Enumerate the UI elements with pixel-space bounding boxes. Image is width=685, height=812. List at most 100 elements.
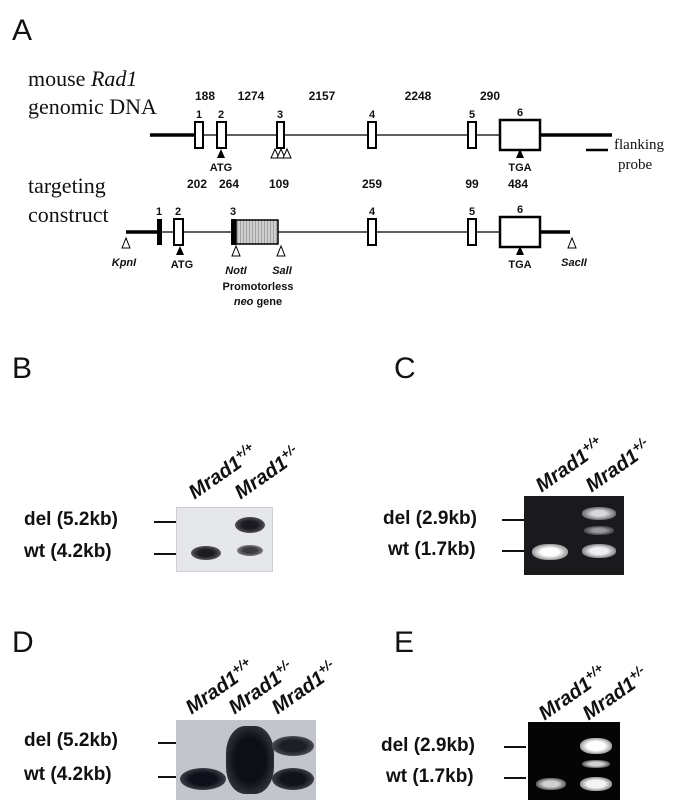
open-arrow-icon [282, 147, 292, 159]
band-e-wt-1 [536, 778, 566, 790]
exon-size-2: 264 [219, 177, 239, 191]
band-label-b-wt: wt (4.2kb) [24, 541, 112, 562]
blot-d [176, 720, 316, 800]
genomic-exon-6 [498, 118, 542, 152]
construct-exon-number-6: 6 [517, 204, 523, 216]
band-label-d-del: del (5.2kb) [24, 730, 118, 751]
intron-size-1: 188 [195, 89, 215, 103]
band-d-wt-1 [180, 768, 226, 790]
atg-arrow-icon [176, 246, 184, 255]
band-e-mid-2 [582, 760, 610, 768]
gel-c [524, 496, 624, 575]
noti-label: NotI [225, 265, 247, 277]
gel-e [528, 722, 620, 800]
construct-exon-number-4: 4 [369, 206, 376, 218]
genomic-exon-number-2: 2 [218, 109, 224, 121]
neo-label-line2: neo gene [234, 296, 282, 308]
band-tick-d-del [158, 742, 176, 744]
genomic-label-line2: genomic DNA [28, 94, 157, 119]
band-label-e-del: del (2.9kb) [381, 735, 475, 756]
tga-arrow-icon [516, 246, 524, 255]
band-d-wt-3 [272, 768, 314, 790]
band-b-wt-2 [237, 545, 263, 556]
band-c-wt-1 [532, 544, 568, 560]
band-tick-e-del [504, 746, 526, 748]
band-tick-c-wt [502, 550, 524, 552]
band-label-e-wt: wt (1.7kb) [386, 766, 474, 787]
panel-letter-c: C [394, 352, 416, 385]
open-arrow-icon [270, 147, 280, 159]
band-tick-b-wt [154, 553, 176, 555]
targeting-map [121, 215, 577, 257]
genomic-exon-number-3: 3 [277, 109, 283, 121]
band-tick-c-del [502, 519, 524, 521]
exon-size-5: 99 [465, 177, 479, 191]
open-arrow-icon [276, 147, 286, 159]
construct-exon-number-2: 2 [175, 206, 181, 218]
construct-exon-2 [173, 218, 184, 246]
panel-letter-a: A [12, 14, 33, 47]
band-tick-d-wt [158, 776, 176, 778]
genomic-label-line1: mouse Rad1 [28, 66, 137, 92]
band-c-del-2 [582, 507, 616, 520]
genomic-label-prefix: mouse [28, 66, 91, 91]
genomic-tga-label: TGA [508, 162, 531, 174]
band-label-c-del: del (2.9kb) [383, 508, 477, 529]
exon-size-6: 484 [508, 177, 528, 191]
panel-letter-e: E [394, 626, 415, 659]
construct-exon-5 [467, 218, 477, 246]
kpni-site-icon [121, 236, 131, 249]
genomic-exon-number-1: 1 [196, 109, 202, 121]
exon-size-4: 259 [362, 177, 382, 191]
intron-size-5: 290 [480, 89, 500, 103]
band-e-wt-2 [580, 777, 612, 791]
flanking-probe-label-line2: probe [618, 157, 653, 173]
genomic-exon-1 [194, 121, 204, 149]
band-d-del-3 [272, 736, 314, 756]
band-c-mid-2 [584, 526, 614, 535]
band-e-del-2 [580, 738, 612, 754]
genomic-exon-2 [216, 121, 227, 149]
band-tick-e-wt [504, 777, 526, 779]
intron-size-2: 1274 [238, 89, 265, 103]
atg-arrow-icon [217, 149, 225, 158]
neo-cassette [235, 219, 279, 245]
genomic-exon-3 [276, 121, 285, 149]
sacii-site-icon [567, 236, 577, 249]
sali-label: SalI [272, 265, 293, 277]
construct-exon-number-5: 5 [469, 206, 475, 218]
band-d-smear-2 [226, 726, 274, 794]
band-label-d-wt: wt (4.2kb) [24, 764, 112, 785]
construct-exon-1 [157, 219, 162, 245]
construct-exon-3 [231, 219, 236, 245]
neo-label-line1: Promotorless [223, 281, 294, 293]
intron-size-4: 2248 [405, 89, 432, 103]
gene-word: gene [253, 296, 282, 308]
band-b-del-2 [235, 517, 265, 533]
band-tick-b-del [154, 521, 176, 523]
kpni-label: KpnI [112, 257, 137, 269]
construct-exon-4 [367, 218, 377, 246]
genomic-exon-number-5: 5 [469, 109, 475, 121]
construct-exon-number-1: 1 [156, 206, 162, 218]
intron-size-3: 2157 [309, 89, 336, 103]
panel-letter-b: B [12, 352, 33, 385]
band-label-c-wt: wt (1.7kb) [388, 539, 476, 560]
band-c-wt-2 [582, 544, 616, 558]
tga-arrow-icon [516, 149, 524, 158]
genomic-map [150, 118, 612, 159]
genomic-exon-5 [467, 121, 477, 149]
sali-site-icon [276, 244, 286, 257]
panel-letter-d: D [12, 626, 34, 659]
neo-word: neo [234, 296, 254, 308]
blot-b [176, 507, 273, 572]
exon-size-3: 109 [269, 177, 289, 191]
flanking-probe-label-line1: flanking [614, 137, 664, 153]
genomic-exon-4 [367, 121, 377, 149]
noti-site-icon [231, 244, 241, 257]
band-label-b-del: del (5.2kb) [24, 509, 118, 530]
construct-exon-6 [498, 215, 542, 249]
gene-name: Rad1 [90, 66, 138, 91]
genomic-exon-number-6: 6 [517, 107, 523, 119]
genomic-exon-number-4: 4 [369, 109, 376, 121]
